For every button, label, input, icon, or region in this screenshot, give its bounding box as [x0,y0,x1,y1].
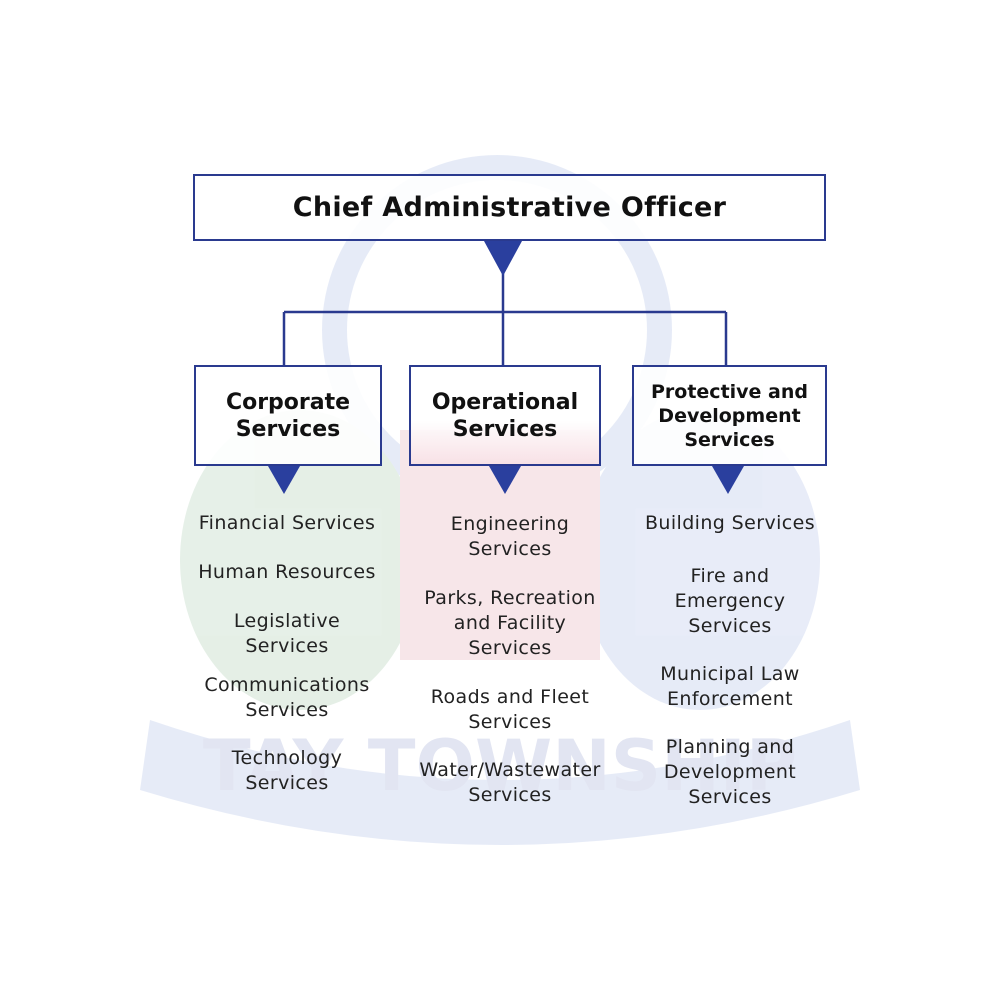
department-box-corporate: Corporate Services [194,365,382,466]
service-item: Fire and Emergency Services [674,565,786,637]
service-item: Financial Services [198,512,376,534]
department-box-operational: Operational Services [409,365,601,466]
service-item: Legislative Services [233,610,341,657]
arrow-cao [484,241,522,276]
service-item: Technology Services [231,747,343,794]
root-box-cao: Chief Administrative Officer [193,174,826,241]
arrow-operational [489,466,521,494]
department-title: Corporate Services [225,389,351,442]
service-item: Roads and Fleet Services [430,686,590,733]
service-item: Water/Wastewater Services [419,759,601,806]
department-title: Operational Services [431,389,579,442]
department-title: Protective and Development Services [650,380,808,451]
service-item: Municipal Law Enforcement [660,663,800,710]
service-item: Planning and Development Services [663,736,797,808]
arrow-corporate [268,466,300,494]
department-box-protective: Protective and Development Services [632,365,827,466]
service-item: Parks, Recreation and Facility Services [424,587,596,659]
service-item: Engineering Services [450,513,570,560]
arrow-protective [712,466,744,494]
service-item: Human Resources [198,561,376,583]
root-label: Chief Administrative Officer [292,192,727,223]
watermark-text: TAY TOWNSHIP [203,725,797,807]
service-item: Communications Services [204,674,370,721]
service-item: Building Services [644,512,816,534]
